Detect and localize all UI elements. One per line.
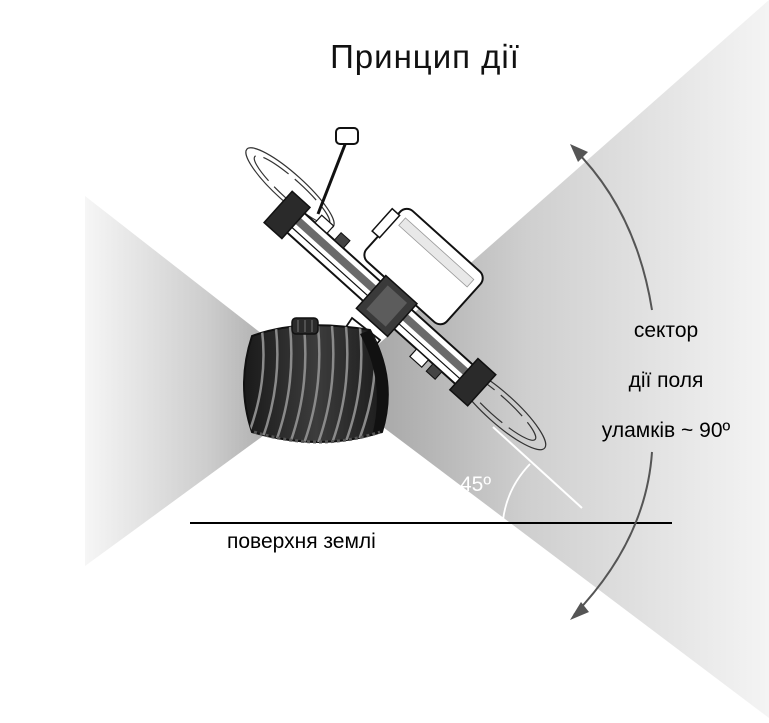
- fragment-sector-left: [85, 196, 330, 566]
- sector-label-line2: дії поля: [629, 369, 704, 392]
- angle-label: 45º: [460, 473, 491, 496]
- sector-arc-arrow: [572, 147, 653, 616]
- angle-marker: 45º: [460, 426, 583, 521]
- fpv-drone-illustration: [245, 127, 547, 451]
- fragment-sector-right: [330, 0, 769, 718]
- sector-label-line1: сектор: [634, 319, 698, 342]
- arrowhead-bottom-icon: [570, 602, 589, 620]
- sector-label-line3: уламків ~ 90º: [602, 419, 731, 442]
- shaped-charge-warhead-icon: [243, 317, 389, 444]
- arrowhead-top-icon: [570, 144, 588, 162]
- diagram-title: Принцип дії: [330, 38, 520, 75]
- ground-label: поверхня землі: [227, 530, 376, 553]
